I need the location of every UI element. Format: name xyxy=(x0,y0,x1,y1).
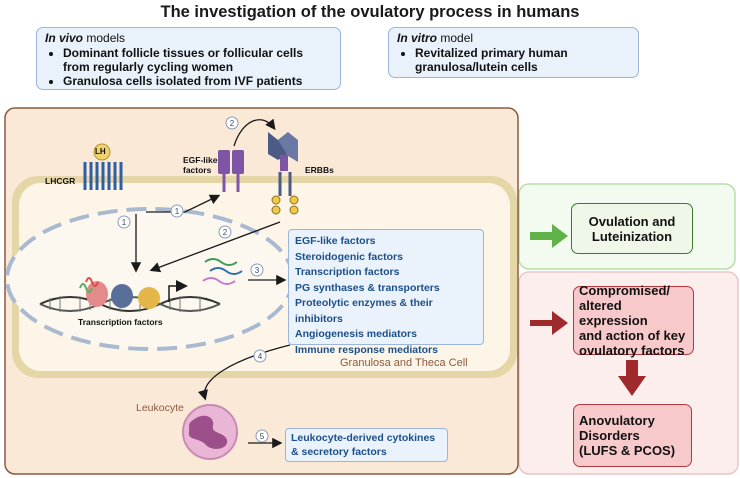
lhcgr-receptor xyxy=(83,162,123,190)
egf-like-factor xyxy=(218,150,230,174)
transcription-factor-red xyxy=(86,281,108,307)
cytokines-line: & secretory factors xyxy=(291,446,387,458)
lhcgr-label: LHCGR xyxy=(45,176,76,186)
cytokines-box: Leukocyte-derived cytokines & secretory … xyxy=(285,428,448,462)
red-arrow-down xyxy=(618,360,646,396)
step-1a: 1 xyxy=(122,218,127,227)
compromised-expression-box: Compromised/ altered expression and acti… xyxy=(573,283,694,358)
cell-name-label: Granulosa and Theca Cell xyxy=(340,357,468,369)
step-4: 4 xyxy=(258,352,263,361)
factor-item: PG synthases & transporters xyxy=(295,281,440,294)
step-3: 3 xyxy=(255,266,260,275)
erbb-receptor xyxy=(268,132,299,215)
anovulatory-disorders-box: Anovulatory Disorders (LUFS & PCOS) xyxy=(573,404,692,467)
cytokines-line: Leukocyte-derived cytokines xyxy=(291,432,436,444)
in-vivo-models-box: In vivo models Dominant follicle tissues… xyxy=(36,27,341,90)
transcription-factors-label: Transcription factors xyxy=(78,317,163,327)
erbbs-label: ERBBs xyxy=(305,165,334,175)
step-1b: 1 xyxy=(175,207,180,216)
in-vivo-item: Dominant follicle tissues or follicular … xyxy=(63,46,332,74)
factor-item: Immune response mediators xyxy=(295,343,438,356)
transcription-factor-yellow xyxy=(138,287,160,309)
factor-item: Transcription factors xyxy=(295,266,400,278)
nucleus xyxy=(5,207,295,351)
step-5: 5 xyxy=(260,432,265,441)
step-2b: 2 xyxy=(223,228,228,237)
ovulatory-factors-list: EGF-like factors Steroidogenic factors T… xyxy=(288,229,484,356)
red-arrow-right xyxy=(530,311,568,335)
factor-item: Angiogenesis mediators xyxy=(295,328,417,340)
transcription-factor-blue xyxy=(111,284,133,308)
in-vivo-item: Granulosa cells isolated from IVF patien… xyxy=(63,74,332,88)
lh-ligand xyxy=(93,143,111,161)
leukocyte-label: Leukocyte xyxy=(136,402,184,414)
factor-item: Steroidogenic factors xyxy=(295,250,403,263)
in-vitro-item: Revitalized primary human granulosa/lute… xyxy=(415,46,630,74)
page-title: The investigation of the ovulatory proce… xyxy=(160,3,580,21)
in-vitro-model-box: In vitro model Revitalized primary human… xyxy=(388,27,639,78)
step-2a: 2 xyxy=(230,119,235,128)
lh-label: LH xyxy=(95,147,106,156)
green-arrow xyxy=(530,224,568,248)
in-vitro-heading: In vitro model xyxy=(397,31,474,45)
in-vivo-heading: In vivo models xyxy=(45,31,126,45)
factor-item: Proteolytic enzymes & their inhibitors xyxy=(295,297,433,325)
factor-item: EGF-like factors xyxy=(295,235,376,247)
egf-like-label: EGF-like factors xyxy=(183,155,218,175)
